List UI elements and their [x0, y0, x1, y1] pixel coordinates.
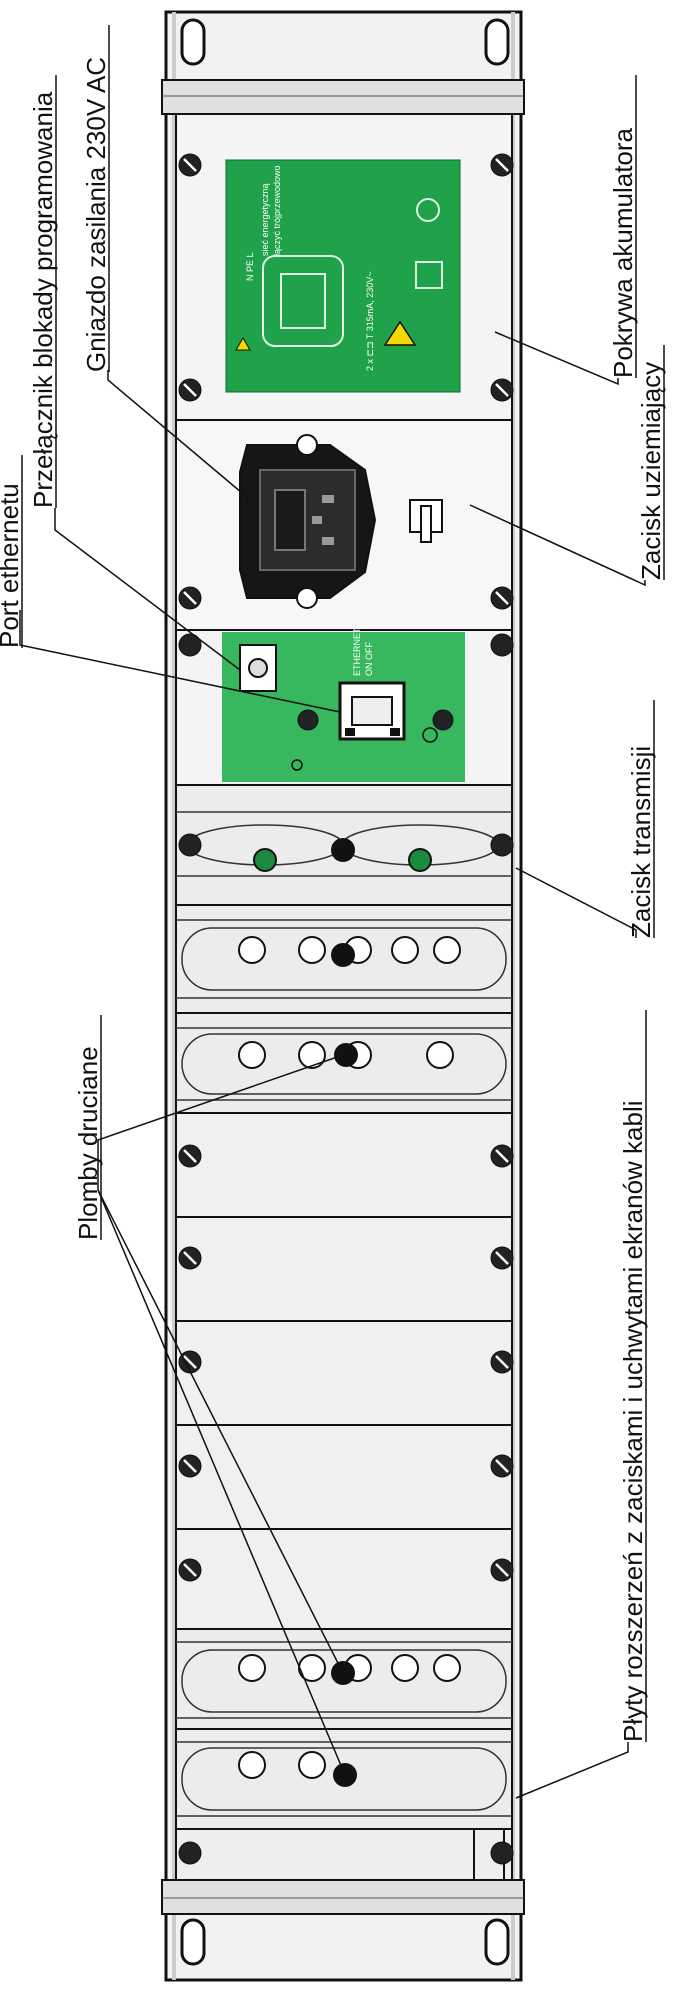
- wire-seal-2: [331, 943, 355, 967]
- rack-frame-inner-left: [172, 12, 176, 1980]
- blank-panel-3: [175, 1320, 513, 1426]
- label-transmission-clamp: Zacisk transmisji: [626, 746, 656, 938]
- leader-battery-cover: [494, 331, 619, 386]
- battery-pins-text: N PE L: [245, 252, 255, 281]
- label-ground-clamp: Zacisk uziemiający: [636, 362, 666, 580]
- leader-seal-b: [97, 1189, 344, 1674]
- leader-program-lock: [54, 508, 241, 671]
- leader-ground-clamp: [469, 504, 646, 587]
- leader-transmission: [515, 867, 637, 938]
- leader-expansion: [515, 1742, 629, 1799]
- blank-panel-4: [175, 1424, 513, 1530]
- wire-seal-3: [334, 1043, 358, 1067]
- label-battery-cover: Pokrywa akumulatora: [608, 127, 638, 378]
- blank-panel-5: [175, 1528, 513, 1630]
- leader-lines: [19, 331, 646, 1799]
- expansion-4-terminals: [238, 1751, 326, 1779]
- label-power-socket: Gniazdo zasilania 230V AC: [81, 57, 111, 372]
- label-wire-seals: Plomby druciane: [73, 1046, 103, 1240]
- leader-ethernet: [19, 610, 341, 713]
- label-program-lock-switch: Przełącznik blokady programowania: [28, 91, 58, 508]
- ground-clamp-icon: [415, 261, 443, 289]
- battery-warning-line2: łączyć trójprzewodowo: [272, 165, 282, 256]
- top-bracket: [161, 79, 525, 115]
- mount-slot-bottom-left: [180, 1918, 206, 1966]
- pcb-text-line1: ETHERNET: [352, 627, 362, 676]
- blank-panel-2: [175, 1216, 513, 1322]
- mount-slot-top-right: [484, 18, 510, 66]
- warning-triangle-small-icon: [235, 337, 251, 351]
- label-expansion-plates: Płyty rozszerzeń z zaciskami i uchwytami…: [618, 1100, 648, 1742]
- pcb-text-line2: ON OFF: [364, 642, 374, 676]
- label-ethernet-port: Port ethernetu: [0, 483, 24, 648]
- mount-slot-top-left: [180, 18, 206, 66]
- battery-warning-line1: sieć energetyczną: [260, 183, 270, 256]
- ground-symbol-icon: [416, 198, 440, 222]
- bottom-strip: [175, 1828, 513, 1881]
- bottom-bracket: [161, 1879, 525, 1915]
- battery-fuse-text: 2 x ⊏⊐ T 315mA, 230V~: [365, 271, 375, 371]
- leader-power-socket: [107, 370, 249, 499]
- warning-triangle-icon: [383, 320, 417, 346]
- mount-slot-bottom-right: [484, 1918, 510, 1966]
- expansion-3-terminals: [238, 1654, 461, 1682]
- leader-seal-a: [97, 1054, 344, 1190]
- labels: Port ethernetu Przełącznik blokady progr…: [0, 57, 666, 1742]
- leader-seal-c: [97, 1189, 346, 1776]
- wire-seal-1: [331, 838, 355, 862]
- blank-panel-1: [175, 1112, 513, 1218]
